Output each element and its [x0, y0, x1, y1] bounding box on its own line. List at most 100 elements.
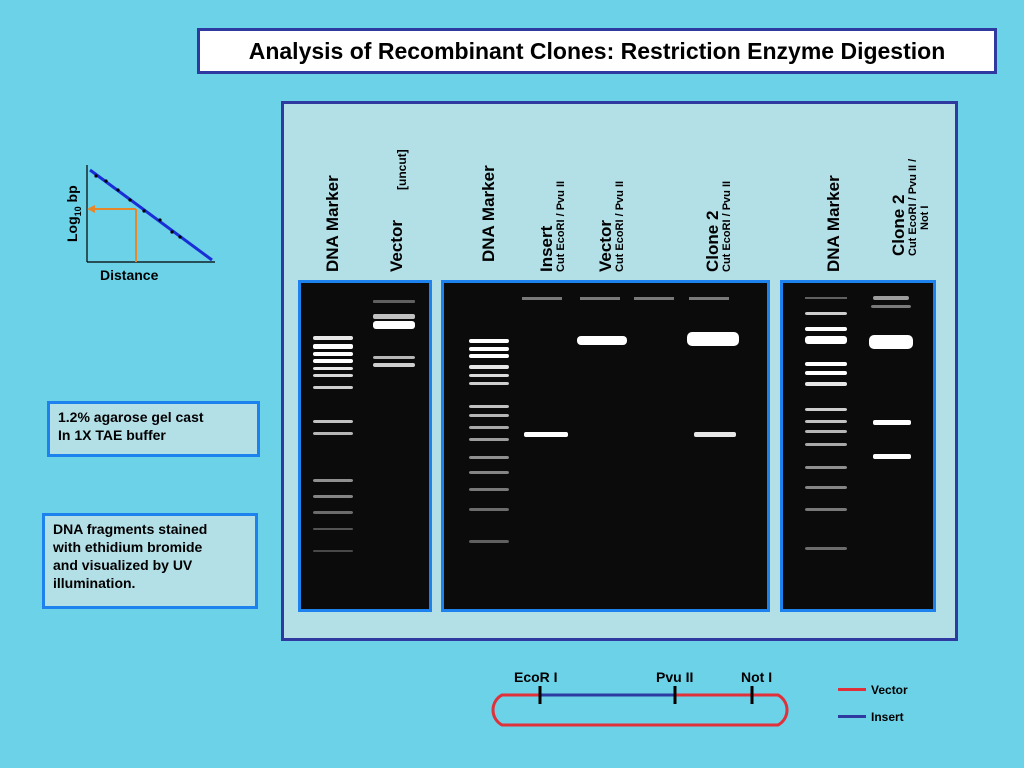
- gel-band: [805, 508, 847, 511]
- gel-band: [805, 297, 847, 299]
- gel-well: [634, 297, 674, 300]
- stain-info-line: with ethidium bromide: [53, 539, 203, 555]
- gel-band: [805, 362, 847, 366]
- lane-label-vector-uncut: Vector: [387, 220, 406, 272]
- marker-lane-2: [469, 339, 509, 543]
- gel-band: [469, 374, 509, 377]
- gel-band: [805, 466, 847, 469]
- gel-band: [313, 359, 353, 363]
- legend-vector-swatch: [838, 688, 866, 691]
- log-distance-plot: Log10 bp Distance: [60, 160, 220, 285]
- map-label-noti: Not I: [741, 669, 773, 685]
- plot-y-label-main: Log: [64, 216, 80, 242]
- gel-band: [805, 327, 847, 331]
- gel-band: [373, 363, 415, 367]
- gel-band: [469, 365, 509, 369]
- insert-band: [524, 432, 568, 437]
- clone2-insert-band: [694, 432, 736, 437]
- map-label-pvuii: Pvu II: [656, 669, 694, 685]
- gel-band: [469, 508, 509, 511]
- lane-label-marker-3: DNA Marker: [824, 175, 843, 272]
- marker-lane-1: [313, 336, 353, 552]
- gel-band: [313, 511, 353, 514]
- gel-band: [313, 367, 353, 370]
- plot-points: [94, 174, 182, 239]
- title-box: Analysis of Recombinant Clones: Restrict…: [197, 28, 997, 74]
- gel-band: [469, 456, 509, 459]
- plasmid-vector-segment: [491, 693, 789, 727]
- gel-band: [469, 405, 509, 408]
- gel-well: [689, 297, 729, 300]
- map-label-ecori: EcoR I: [514, 669, 558, 685]
- clone2-triple-lane: [869, 296, 913, 459]
- gel-band: [469, 426, 509, 429]
- clone2-vector-band: [687, 332, 739, 346]
- gel-band: [805, 371, 847, 375]
- plot-point: [170, 230, 174, 234]
- plot-x-label: Distance: [100, 267, 159, 283]
- stain-info-box: DNA fragments stained with ethidium brom…: [42, 513, 258, 609]
- plot-point: [116, 188, 120, 192]
- marker-lane-3: [805, 297, 847, 550]
- gel-band: [313, 479, 353, 482]
- gel-band: [469, 382, 509, 385]
- gel-band: [313, 550, 353, 552]
- gel-band: [313, 336, 353, 340]
- legend-vector-label: Vector: [871, 683, 908, 697]
- gel-band: [873, 420, 911, 425]
- gel-middle-wells: [522, 297, 729, 300]
- gel-band: [805, 312, 847, 315]
- gel-band: [313, 386, 353, 389]
- gel-band: [805, 443, 847, 446]
- gel-band: [805, 547, 847, 550]
- gel-right-bands: [805, 296, 913, 550]
- plot-y-label-sub: 10: [72, 206, 83, 217]
- gel-band: [469, 488, 509, 491]
- lane-label-clone2-b: Clone 2 Cut EcoRI / Pvu II / Not I: [889, 158, 931, 256]
- gel-middle: [441, 280, 770, 612]
- gel-band: [469, 438, 509, 441]
- plot-y-label: Log10 bp: [64, 185, 83, 242]
- gel-band: [805, 382, 847, 386]
- gel-band: [313, 420, 353, 423]
- gel-panel: DNA Marker Vector [uncut] DNA Marker Ins…: [281, 101, 958, 641]
- stain-info-line: and visualized by UV: [53, 557, 193, 573]
- legend-insert-label: Insert: [871, 710, 904, 724]
- gel-band: [805, 336, 847, 344]
- plot-point: [94, 174, 98, 178]
- gel-band: [313, 528, 353, 530]
- vector-uncut-lane: [373, 300, 415, 367]
- gel-band: [313, 352, 353, 356]
- lane-label-uncut-note: [uncut]: [395, 149, 409, 190]
- gel-info-box: 1.2% agarose gel cast In 1X TAE buffer: [47, 401, 260, 457]
- gel-info-line: 1.2% agarose gel cast: [58, 409, 204, 425]
- lane-label-insert: Insert Cut EcoRI / Pvu II: [537, 180, 567, 272]
- gel-band: [805, 408, 847, 411]
- vector-cut-band: [577, 336, 627, 345]
- gel-well: [522, 297, 562, 300]
- gel-well: [580, 297, 620, 300]
- legend-insert-swatch: [838, 715, 866, 718]
- gel-band: [373, 356, 415, 359]
- gel-left-bands: [313, 300, 415, 552]
- stain-info-line: DNA fragments stained: [53, 521, 208, 537]
- log-plot-svg: [86, 165, 215, 263]
- gel-band: [869, 335, 913, 349]
- stain-info-line: illumination.: [53, 575, 136, 591]
- gel-band: [871, 305, 911, 308]
- gel-band: [873, 296, 909, 300]
- lane-label-vector-cut: Vector Cut EcoRI / Pvu II: [596, 180, 626, 272]
- gel-band: [313, 374, 353, 377]
- gel-band: [873, 454, 911, 459]
- gel-band: [313, 495, 353, 498]
- gel-band: [469, 471, 509, 474]
- gel-band: [469, 540, 509, 543]
- page-title: Analysis of Recombinant Clones: Restrict…: [248, 37, 946, 64]
- plot-point: [158, 218, 162, 222]
- lane-label-marker-1: DNA Marker: [323, 175, 342, 272]
- plot-point: [104, 179, 108, 183]
- plot-arrow-head: [87, 205, 95, 213]
- plot-fit-line: [89, 168, 213, 262]
- plot-point: [142, 209, 146, 213]
- gel-right: [780, 280, 936, 612]
